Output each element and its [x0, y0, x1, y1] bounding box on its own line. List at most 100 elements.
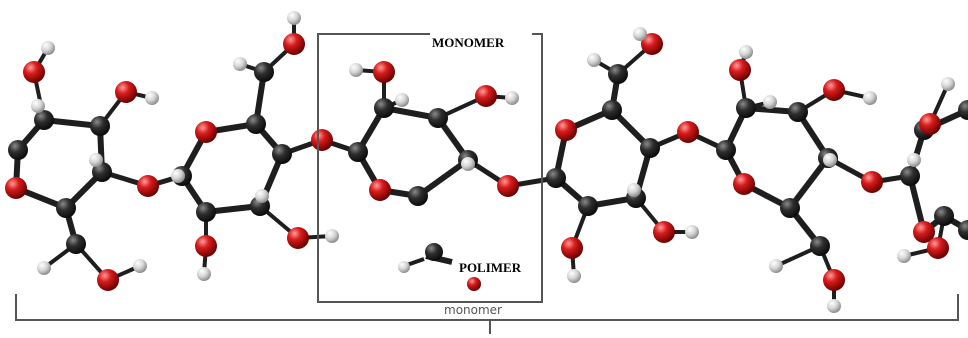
oxygen-atom	[913, 221, 935, 243]
carbon-atom	[34, 110, 54, 130]
hydrogen-atom	[587, 53, 601, 67]
carbon-atom	[254, 62, 274, 82]
carbon-atom	[92, 162, 112, 182]
hydrogen-atom	[627, 183, 641, 197]
hydrogen-atom	[461, 157, 475, 171]
oxygen-atom	[97, 269, 119, 291]
hydrogen-atom	[395, 93, 409, 107]
oxygen-atom	[561, 237, 583, 259]
oxygen-atom	[475, 85, 497, 107]
monomer-box-frame	[317, 33, 543, 303]
oxygen-atom	[641, 33, 663, 55]
hydrogen-atom	[897, 249, 911, 263]
hydrogen-atom	[505, 91, 519, 105]
polymer-label-group: POLIMER	[398, 243, 522, 291]
monomer-box-title: MONOMER	[432, 35, 505, 50]
carbon-atom	[900, 166, 920, 186]
hydrogen-atom	[907, 153, 921, 167]
oxygen-atom	[497, 175, 519, 197]
carbon-atom	[788, 102, 808, 122]
oxygen-atom	[195, 121, 217, 143]
oxygen-atom	[677, 121, 699, 143]
hydrogen-atom	[398, 261, 410, 273]
hydrogen-atom	[41, 41, 55, 55]
carbon-atom	[934, 206, 954, 226]
carbon-atom	[602, 100, 622, 120]
carbon-atom	[958, 100, 968, 120]
oxygen-atom	[733, 173, 755, 195]
oxygen-atom	[311, 129, 333, 151]
hydrogen-atom	[685, 225, 699, 239]
hydrogen-atom	[863, 91, 877, 105]
carbon-atom	[958, 220, 968, 240]
carbon-atom	[716, 140, 736, 160]
carbon-atom	[90, 116, 110, 136]
hydrogen-atom	[823, 153, 837, 167]
oxygen-atom	[137, 175, 159, 197]
hydrogen-atom	[31, 99, 45, 113]
oxygen-atom	[729, 59, 751, 81]
polymer-label: POLIMER	[459, 260, 522, 275]
carbon-atom	[348, 142, 368, 162]
hydrogen-atom	[349, 63, 363, 77]
hydrogen-atom	[633, 27, 647, 41]
oxygen-atom	[287, 227, 309, 249]
carbon-atom	[374, 98, 394, 118]
carbon-atom	[425, 243, 443, 261]
carbon-atom	[66, 234, 86, 254]
carbon-atom	[578, 196, 598, 216]
carbon-atom	[546, 168, 566, 188]
oxygen-atom	[373, 61, 395, 83]
carbon-atom	[272, 144, 292, 164]
carbon-atom	[780, 198, 800, 218]
carbon-atom	[246, 114, 266, 134]
carbon-atom	[810, 236, 830, 256]
oxygen-atom	[861, 171, 883, 193]
bottom-bracket: monomer	[15, 294, 959, 334]
bond	[787, 155, 831, 211]
oxygen-atom	[927, 237, 949, 259]
oxygen-atom	[369, 179, 391, 201]
hydrogen-atom	[37, 261, 51, 275]
bracket-label: monomer	[444, 303, 502, 317]
hydrogen-atom	[233, 57, 247, 71]
carbon-atom	[640, 138, 660, 158]
hydrogen-atom	[255, 189, 269, 203]
hydrogen-atom	[145, 91, 159, 105]
carbon-atom	[56, 198, 76, 218]
oxygen-atom	[823, 269, 845, 291]
atom-layer	[5, 11, 968, 313]
hydrogen-atom	[941, 77, 955, 91]
hydrogen-atom	[567, 269, 581, 283]
carbon-atom	[428, 108, 448, 128]
hydrogen-atom	[197, 267, 211, 281]
oxygen-atom	[555, 119, 577, 141]
hydrogen-atom	[325, 229, 339, 243]
oxygen-atom	[5, 177, 27, 199]
hydrogen-atom	[769, 259, 783, 273]
hydrogen-atom	[171, 169, 185, 183]
oxygen-atom	[467, 277, 481, 291]
carbon-atom	[408, 186, 428, 206]
oxygen-atom	[653, 221, 675, 243]
carbon-atom	[608, 64, 628, 84]
oxygen-atom	[195, 235, 217, 257]
oxygen-atom	[823, 79, 845, 101]
monomer-box: MONOMER	[317, 33, 543, 303]
oxygen-atom	[919, 113, 941, 135]
hydrogen-atom	[827, 299, 841, 313]
hydrogen-atom	[763, 95, 777, 109]
hydrogen-atom	[89, 153, 103, 167]
carbon-atom	[736, 98, 756, 118]
oxygen-atom	[283, 33, 305, 55]
bond	[415, 157, 471, 199]
carbon-atom	[8, 140, 28, 160]
hydrogen-atom	[287, 11, 301, 25]
carbon-atom	[196, 202, 216, 222]
oxygen-atom	[23, 61, 45, 83]
hydrogen-atom	[739, 45, 753, 59]
oxygen-atom	[115, 81, 137, 103]
hydrogen-atom	[133, 259, 147, 273]
